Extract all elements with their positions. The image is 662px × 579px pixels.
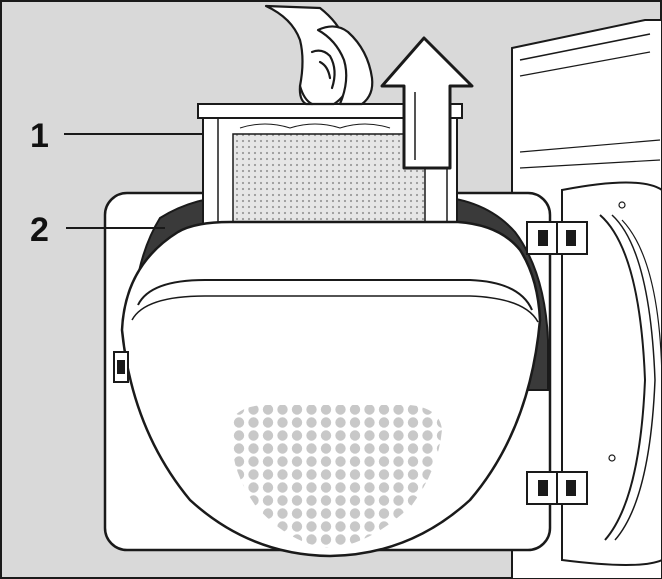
- latch-icon: [113, 351, 129, 383]
- hand-icon: [264, 4, 374, 106]
- callout-2-label: 2: [30, 211, 49, 249]
- hinge-icon: [526, 471, 588, 505]
- filter-mesh: [232, 133, 426, 227]
- filter-cover: [120, 220, 542, 558]
- hinge-icon: [526, 221, 588, 255]
- callout-1-label: 1: [30, 117, 49, 155]
- up-arrow-icon: [380, 36, 474, 170]
